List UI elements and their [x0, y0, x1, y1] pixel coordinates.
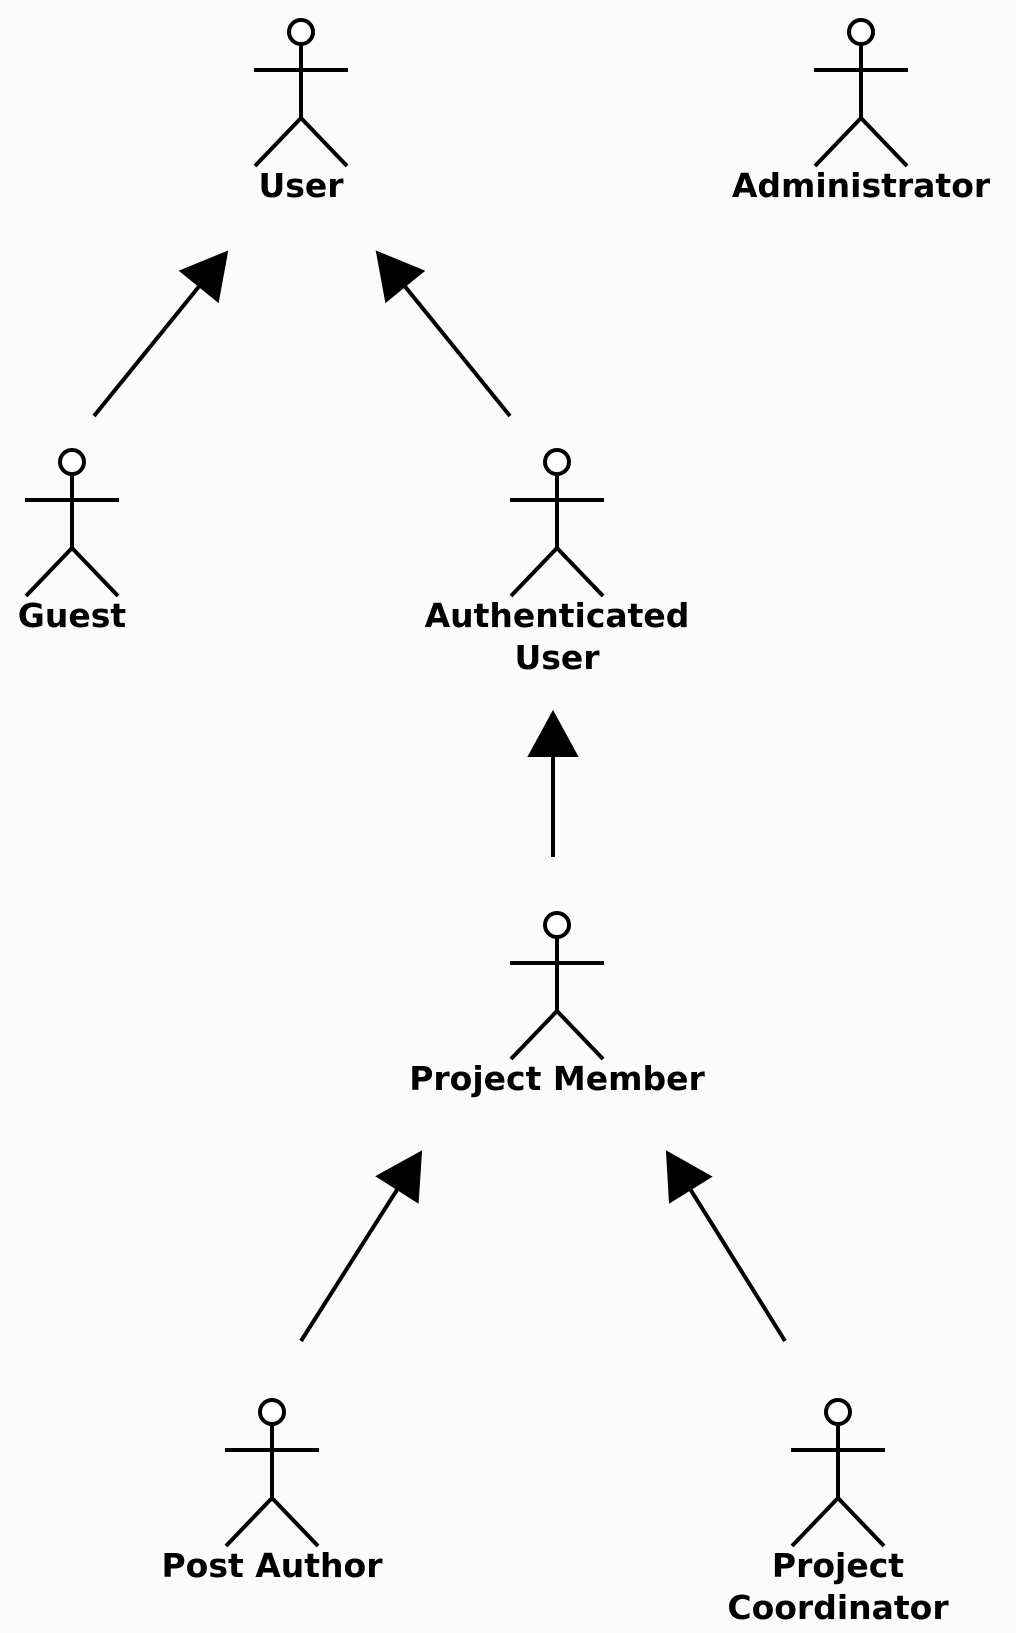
arrowhead-icon: [527, 709, 579, 757]
stick-figure-icon: [509, 448, 605, 598]
stick-figure-icon: [509, 911, 605, 1061]
arrowhead-icon: [375, 1150, 423, 1204]
actor-label: User: [258, 166, 344, 205]
stick-figure-icon: [24, 448, 120, 598]
actor-administrator[interactable]: Administrator: [732, 18, 991, 205]
actor-post-author[interactable]: Post Author: [161, 1398, 383, 1585]
stick-figure-icon: [253, 18, 349, 168]
stick-figure-icon: [224, 1398, 320, 1548]
stick-figure-icon: [790, 1398, 886, 1548]
actor-label: Project Member: [409, 1059, 705, 1098]
actor-guest[interactable]: Guest: [18, 448, 127, 635]
generalization-line: [403, 284, 512, 418]
generalization-post-author-to-project-member: [299, 1150, 423, 1343]
actor-user[interactable]: User: [253, 18, 349, 205]
generalization-line: [92, 284, 201, 418]
generalization-authenticated-user-to-user: [375, 250, 512, 418]
generalization-project-coordinator-to-project-member: [665, 1150, 787, 1343]
actor-label: Guest: [18, 596, 127, 635]
generalization-project-member-to-authenticated-user: [527, 709, 579, 857]
generalization-line: [299, 1188, 400, 1343]
arrowhead-icon: [665, 1150, 713, 1204]
generalization-line: [688, 1188, 787, 1343]
arrowhead-icon: [178, 250, 229, 304]
stick-figure-icon: [813, 18, 909, 168]
actor-label: Administrator: [732, 166, 991, 205]
actor-project-member[interactable]: Project Member: [409, 911, 705, 1098]
generalization-guest-to-user: [92, 250, 229, 418]
actor-label: Post Author: [161, 1546, 383, 1585]
arrowhead-icon: [375, 250, 426, 304]
